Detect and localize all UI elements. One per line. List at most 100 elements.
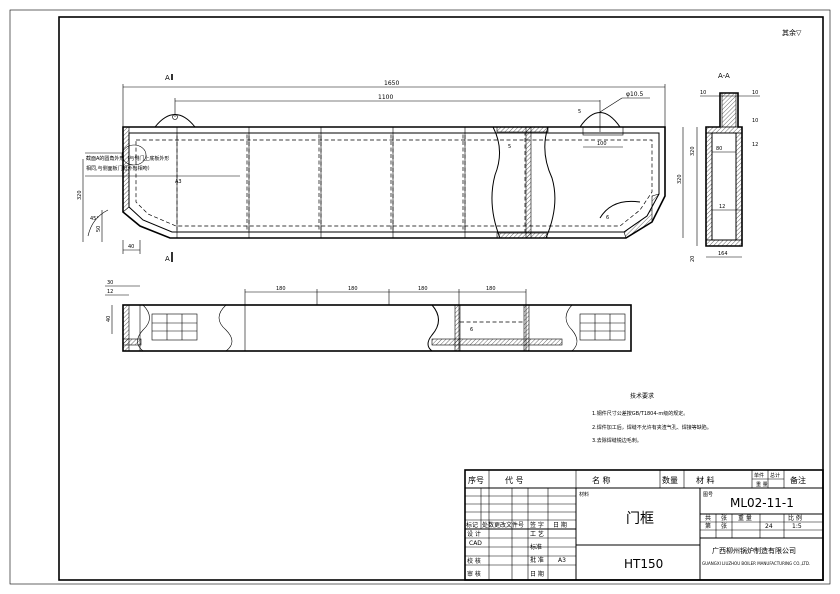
section-hatch-bottom (705, 239, 743, 247)
hdr-material: 材 料 (696, 475, 715, 485)
stage-v3: 24 (765, 523, 773, 530)
stage-h1: 共 (705, 514, 711, 522)
stage-h2: 张 (721, 514, 727, 522)
dim-weld: 6 (470, 327, 473, 333)
stage-v1: 第 (705, 522, 711, 530)
break-line (137, 304, 150, 352)
dim-flange: 12 (752, 142, 758, 148)
stage-v2: 张 (721, 522, 727, 530)
role-check: 校 核 (467, 557, 481, 565)
dim-inner: 1100 (378, 94, 393, 101)
top-hatch-bottom (122, 338, 142, 346)
tech-item-1: 1.钢件尺寸公差按GB/T1804-m级的规定。 (592, 410, 688, 417)
role-cad: CAD (469, 540, 482, 547)
dim-bottom-offset: 50 (96, 226, 102, 232)
stage-h4: 比 例 (788, 514, 802, 522)
dim-weld-a: 5 (578, 109, 581, 115)
stage-v4: 1:5 (792, 523, 802, 530)
dim-bottom-width: 40 (128, 244, 134, 250)
rev-sign: 签 字 (530, 521, 544, 529)
rev-count: 处数 (482, 521, 494, 529)
dim-weld-c: 6 (606, 215, 609, 221)
role-process: 工 艺 (530, 530, 544, 538)
dim-left-2: 12 (107, 289, 113, 295)
top-hatch (523, 304, 530, 352)
dim-wall: 12 (719, 204, 725, 210)
hdr-code: 代 号 (505, 475, 524, 485)
role-approve: 批 准 (530, 556, 544, 564)
dim-overall: 1650 (384, 80, 399, 87)
break-line (565, 304, 578, 352)
dim-width: 164 (718, 251, 728, 257)
section-hatch-right (735, 132, 743, 241)
hdr-qty: 数量 (662, 475, 678, 485)
inner-border (58, 16, 824, 581)
dim-a: 180 (276, 286, 286, 292)
front-outer-contour (122, 126, 666, 239)
dim-height-right: 320 (677, 174, 683, 184)
section-view: A-A 10 10 10 80 320 12 12 20 164 (690, 72, 760, 262)
drawing-no-label: 图号 (703, 492, 713, 498)
top-hatch (454, 304, 461, 352)
rib-grid-right (579, 313, 626, 341)
rev-doc: 更改文件号 (494, 521, 524, 529)
panel (176, 132, 248, 233)
role-design: 设 计 (467, 530, 481, 538)
panel (392, 132, 464, 233)
broken-section-right (544, 126, 556, 239)
dim-height-left: 320 (77, 190, 83, 200)
detail-circle (121, 144, 147, 166)
section-hatch-left (705, 132, 713, 241)
corner-broken (599, 200, 641, 219)
part-name: 门框 (626, 511, 654, 527)
panel (320, 132, 392, 233)
dim-bottom: 20 (690, 256, 696, 262)
broken-section (491, 126, 501, 239)
top-hatch (431, 338, 563, 346)
dim-angle: 45° (90, 216, 99, 222)
role-review: 审 核 (467, 570, 481, 578)
callout-line2: 相同,与侧面板门框外形相吻） (86, 165, 153, 172)
callout-ref: A3 (175, 179, 182, 185)
hdr-total: 总计 (770, 472, 780, 479)
corner-note: 其余▽ (782, 28, 802, 37)
drawing-no: ML02-11-1 (730, 496, 794, 510)
company-cn: 广西柳州锅炉制造有限公司 (712, 546, 796, 555)
corner-hatch (623, 193, 660, 239)
dim-weld-b: 5 (508, 144, 511, 150)
dim-b: 180 (348, 286, 358, 292)
rib-grid-left (151, 313, 198, 341)
callout-line1: 截面A的圆角外形（与侧门上底板外形 (86, 155, 169, 162)
section-hatch (496, 232, 548, 239)
section-hatch (525, 126, 532, 239)
dim-top-right: 10 (752, 90, 758, 96)
section-hatch-top (705, 126, 743, 134)
rev-date: 日 期 (553, 521, 567, 529)
dim-hole: φ10.5 (626, 91, 644, 98)
role-standard: 标准 (530, 543, 542, 551)
dim-left-3: 40 (106, 316, 112, 322)
panel (464, 132, 526, 233)
role-date: 日 期 (530, 570, 544, 578)
dim-top-left: 10 (700, 90, 706, 96)
left-end-hatch (122, 126, 130, 213)
front-inner-contour (128, 132, 660, 233)
sheet-size: A3 (558, 557, 566, 564)
dim-side: 10 (752, 118, 758, 124)
tech-title: 技术要求 (630, 392, 654, 400)
tech-item-2: 2.焊件加工后，焊缝不允许有夹渣气孔、焊接等缺陷。 (592, 424, 712, 431)
material-label: 材料 (579, 491, 589, 498)
front-hidden-contour (135, 139, 653, 227)
dim-hole-spacing: 100 (597, 141, 607, 147)
panel (248, 132, 320, 233)
hdr-unit: 单件 (754, 472, 764, 479)
section-hatch (496, 126, 549, 133)
section-marker-top: A (165, 74, 170, 82)
tech-requirements: 技术要求 1.钢件尺寸公差按GB/T1804-m级的规定。 2.焊件加工后，焊缝… (592, 392, 712, 444)
section-label: A-A (718, 72, 730, 80)
section-marker-bottom: A (165, 255, 170, 263)
top-broken (427, 304, 439, 352)
slot (582, 126, 624, 136)
top-view: 180 180 180 180 30 12 40 6 (105, 280, 632, 352)
